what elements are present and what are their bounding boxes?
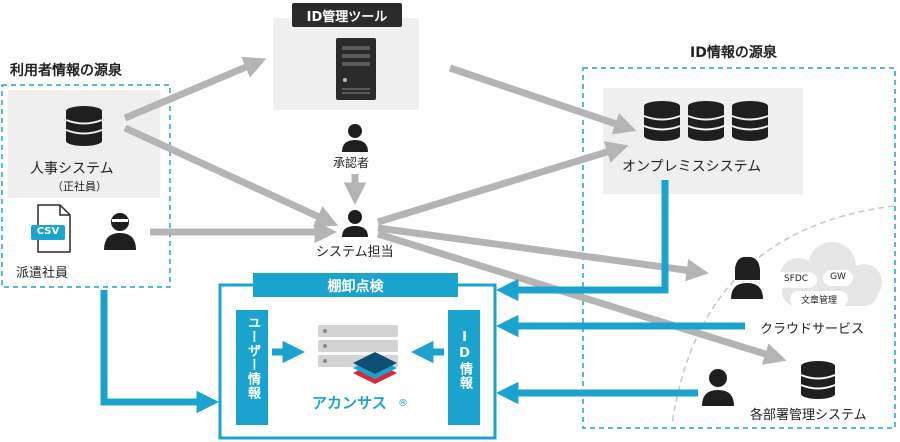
gray-flow-arrows — [123, 56, 787, 365]
arrow-onprem-to-inventory — [496, 180, 669, 302]
database-icon-1 — [643, 101, 681, 141]
acanthus-logo-icon — [353, 352, 397, 384]
hr-database-icon — [65, 106, 103, 146]
temp-staff-person-icon — [104, 213, 136, 250]
dept-user-person-icon — [702, 369, 734, 406]
approver-person-icon — [342, 124, 368, 152]
arrow-sysowner-to-onprem — [376, 141, 629, 226]
database-icon-2 — [687, 101, 725, 141]
system-owner-label: システム担当 — [316, 245, 394, 260]
id-info-bar — [448, 310, 480, 425]
arrow-hr-to-sysowner — [123, 124, 339, 227]
arrow-hr-to-idtool — [123, 56, 267, 122]
user-info-label: ユーザー情報 — [245, 316, 260, 400]
user-info-bar — [236, 310, 268, 425]
database-icon-3 — [731, 101, 769, 141]
cloud-boundary-arc — [671, 205, 895, 426]
cloud-item-gw: GW — [830, 272, 846, 282]
arrow-user-source-to-inventory — [100, 290, 219, 414]
inventory-title-tab — [253, 273, 458, 297]
hr-system-sublabel: （正社員） — [52, 180, 107, 193]
id-tool-title-tab — [292, 3, 402, 27]
id-tool-title: ID管理ツール — [306, 10, 388, 25]
approver-label: 承認者 — [333, 156, 370, 170]
acanthus-product-name: アカンサス — [312, 394, 387, 412]
id-source-title: ID情報の源泉 — [690, 45, 777, 61]
blue-flow-arrows — [100, 180, 745, 414]
id-info-label: ID情報 — [457, 330, 472, 390]
system-owner-person-icon — [342, 210, 368, 237]
cloud-item-sfdc: SFDC — [783, 274, 809, 284]
server-tower-icon — [336, 38, 376, 100]
id-source-region — [582, 67, 896, 429]
registered-mark: ® — [398, 398, 408, 409]
dept-system-label: 各部署管理システム — [750, 408, 867, 423]
inventory-title: 棚卸点検 — [327, 279, 384, 295]
csv-badge-label: CSV — [36, 226, 60, 237]
onprem-database-icons — [643, 101, 769, 141]
arrow-sysowner-to-dept — [376, 230, 787, 365]
cloud-label: クラウドサービス — [760, 322, 865, 337]
hr-system-label: 人事システム — [30, 161, 114, 177]
cloud-item-pills — [775, 270, 853, 307]
arrow-sysowner-to-cloud — [377, 224, 709, 282]
user-source-title: 利用者情報の源泉 — [10, 63, 122, 79]
onprem-label: オンプレミスシステム — [622, 159, 762, 175]
cloud-user-person-icon — [731, 256, 763, 299]
cloud-item-docs: 文章管理 — [800, 296, 837, 306]
temp-staff-label: 派遣社員 — [16, 266, 69, 281]
dept-database-icon — [800, 361, 836, 399]
arrow-idtool-to-onprem — [448, 64, 637, 135]
user-source-region — [1, 84, 171, 288]
csv-file-icon — [31, 204, 71, 253]
